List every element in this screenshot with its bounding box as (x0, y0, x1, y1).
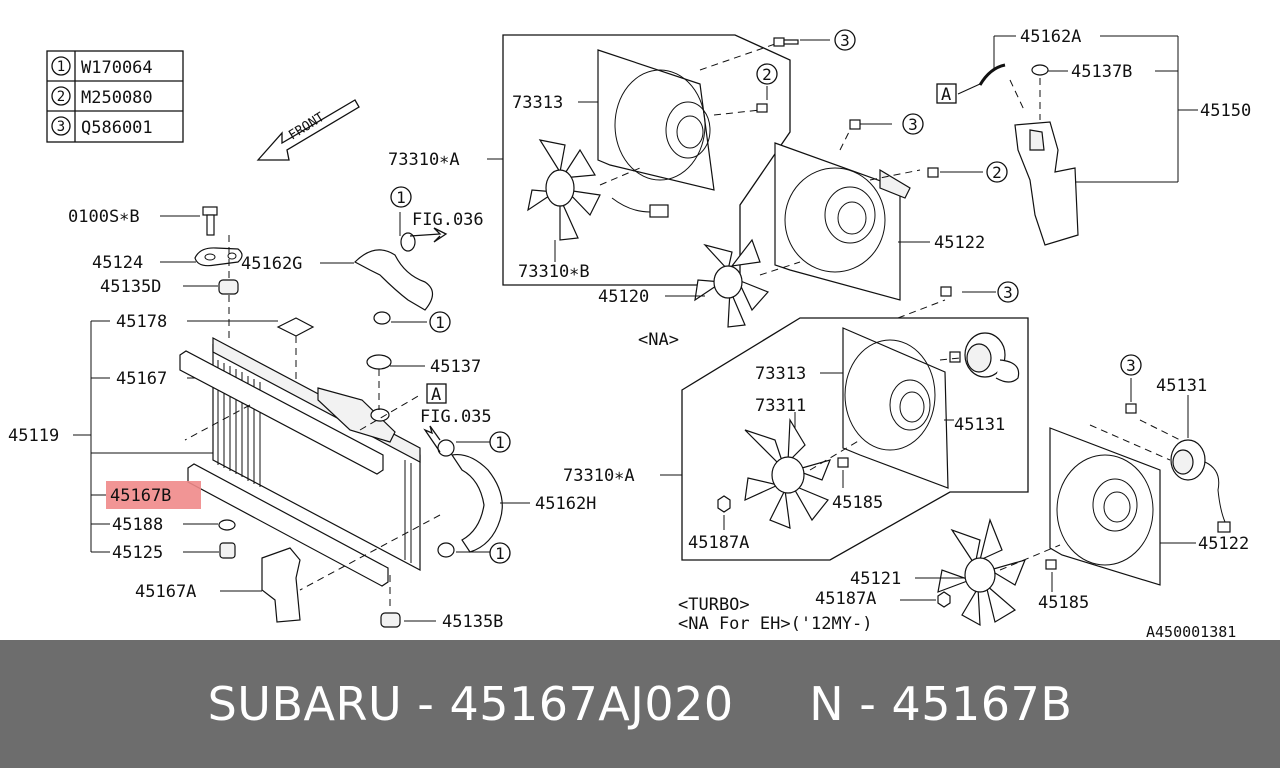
label-73313-top: 73313 (512, 93, 563, 113)
fan-assembly-na-group (502, 34, 799, 286)
label-A-right: A (941, 85, 951, 105)
label-45188: 45188 (112, 515, 163, 535)
callout-3: 3 (908, 115, 918, 134)
label-73311: 73311 (755, 396, 806, 416)
label-45167A: 45167A (135, 582, 196, 602)
label-45178: 45178 (116, 312, 167, 332)
fan-shroud-icon (842, 327, 949, 489)
callout-2: 2 (992, 163, 1002, 182)
label-45120: 45120 (598, 287, 649, 307)
fan-blade-icon (694, 238, 770, 328)
label-45137B: 45137B (1071, 62, 1132, 82)
label-FIG035: FIG.035 (420, 407, 492, 427)
fan-blade-icon (937, 518, 1027, 627)
legend-table: 1 2 3 W170064 M250080 Q586001 (46, 50, 184, 143)
label-45167B: 45167B (110, 486, 171, 506)
fan-blade-icon (744, 417, 832, 529)
label-NA: <NA> (638, 330, 679, 350)
legend-num-3: 3 (57, 119, 65, 135)
label-0100S-B: 0100S∗B (68, 207, 140, 227)
fan-assembly-na-right (694, 119, 939, 328)
shroud-icon (261, 547, 301, 623)
label-45131-mid: 45131 (954, 415, 1005, 435)
fan-motor-icon (1170, 439, 1231, 533)
legend-code-2: M250080 (81, 88, 153, 108)
bracket-icon (194, 247, 243, 267)
label-45162H: 45162H (535, 494, 596, 514)
callout-2: 2 (762, 65, 772, 84)
lower-hose (450, 453, 503, 553)
label-45125: 45125 (112, 543, 163, 563)
callout-3: 3 (1126, 356, 1136, 375)
reservoir-tank-icon (1014, 121, 1079, 246)
label-45167: 45167 (116, 369, 167, 389)
fan-assembly-turbo-right (937, 403, 1231, 627)
label-FIG036: FIG.036 (412, 210, 484, 230)
legend-code-3: Q586001 (81, 118, 153, 138)
upper-hose (354, 249, 434, 311)
radiator-assembly (179, 206, 503, 628)
legend-code-1: W170064 (81, 58, 153, 78)
label-45122-bottom: 45122 (1198, 534, 1249, 554)
parts-diagram: 1 2 3 W170064 M250080 Q586001 FRONT (8, 27, 1251, 640)
label-45162A: 45162A (1020, 27, 1081, 47)
label-turbo: <TURBO> (678, 595, 750, 615)
fan-shroud-icon (774, 142, 901, 301)
label-45187A-bottom: 45187A (815, 589, 876, 609)
callout-3: 3 (840, 31, 850, 50)
cushion-icon (218, 279, 239, 295)
label-45122-top: 45122 (934, 233, 985, 253)
callout-3: 3 (1003, 283, 1013, 302)
label-73310A-top: 73310∗A (388, 150, 460, 170)
label-45137: 45137 (430, 357, 481, 377)
bolt-icon (202, 206, 218, 236)
reservoir-assembly (936, 63, 1079, 246)
highlight-45167B (106, 481, 201, 509)
callout-1: 1 (396, 188, 406, 207)
callout-1: 1 (495, 433, 505, 452)
label-45121: 45121 (850, 569, 901, 589)
legend-num-2: 2 (57, 89, 65, 105)
fan-shroud-icon (597, 49, 715, 191)
footer-banner: SUBARU - 45167AJ020 N - 45167B (0, 640, 1280, 768)
label-45131-right: 45131 (1156, 376, 1207, 396)
callout-1: 1 (495, 544, 505, 563)
label-A-left: A (431, 385, 441, 405)
upper-bar (179, 350, 384, 475)
fan-blade-icon (527, 139, 601, 241)
label-45119: 45119 (8, 426, 59, 446)
label-45124: 45124 (92, 253, 143, 273)
callouts: 1 1 1 1 2 2 3 3 3 3 (390, 29, 1142, 564)
label-73310B: 73310∗B (518, 262, 590, 282)
label-na-for-eh: <NA For EH>('12MY-) (678, 614, 872, 634)
part-labels: 0100S∗B 45124 45135D 45162G FIG.036 4517… (8, 27, 1251, 640)
label-45135B: 45135B (442, 612, 503, 632)
label-45135D: 45135D (100, 277, 161, 297)
label-73313-mid: 73313 (755, 364, 806, 384)
label-45150: 45150 (1200, 101, 1251, 121)
legend-num-1: 1 (57, 59, 65, 75)
label-45185-mid: 45185 (832, 493, 883, 513)
front-arrow: FRONT (256, 99, 360, 161)
callout-1: 1 (435, 313, 445, 332)
fan-shroud-icon (1049, 427, 1161, 586)
fan-assembly-turbo-group (681, 286, 1029, 561)
label-45185-bottom: 45185 (1038, 593, 1089, 613)
label-diagram-ref: A450001381 (1146, 623, 1236, 640)
label-45162G: 45162G (241, 254, 302, 274)
cap-icon (366, 354, 392, 370)
footer-part-number: SUBARU - 45167AJ020 N - 45167B (207, 677, 1073, 731)
label-45187A-mid: 45187A (688, 533, 749, 553)
fan-motor-icon (949, 332, 1020, 383)
label-73310A-mid: 73310∗A (563, 466, 635, 486)
